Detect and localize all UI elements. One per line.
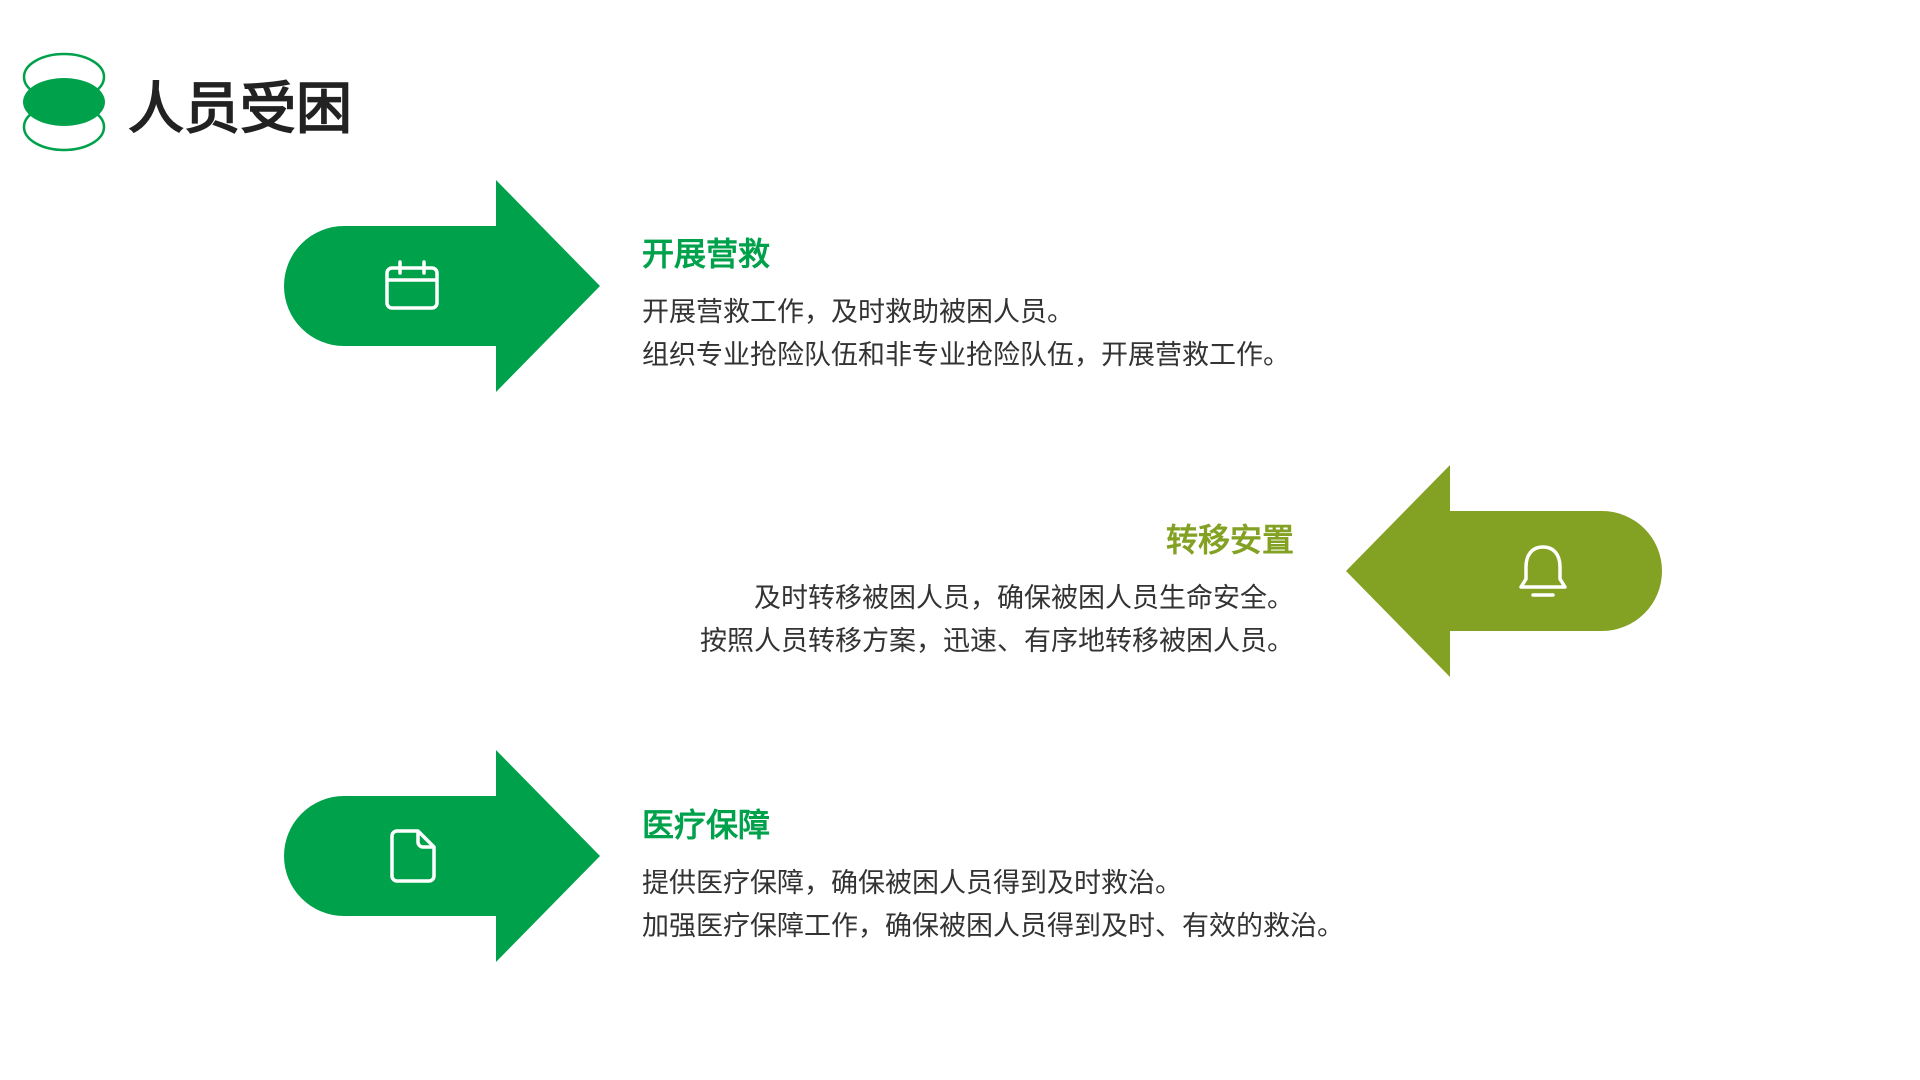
arrow-rescue xyxy=(284,180,600,392)
arrow-right-shape xyxy=(284,750,600,962)
section-body: 及时转移被困人员，确保被困人员生命安全。 按照人员转移方案，迅速、有序地转移被困… xyxy=(700,577,1294,663)
page-title: 人员受困 xyxy=(128,77,352,140)
section-body: 提供医疗保障，确保被困人员得到及时救治。 加强医疗保障工作，确保被困人员得到及时… xyxy=(642,862,1344,948)
stacked-ellipses-logo-icon xyxy=(22,52,106,152)
section-relocation: 转移安置 及时转移被困人员，确保被困人员生命安全。 按照人员转移方案，迅速、有序… xyxy=(700,522,1294,663)
file-icon xyxy=(390,829,436,883)
section-title: 转移安置 xyxy=(1165,522,1294,558)
section-title: 医疗保障 xyxy=(642,807,771,843)
bell-icon xyxy=(1519,545,1567,597)
arrow-relocation xyxy=(1346,465,1662,677)
section-rescue: 开展营救 开展营救工作，及时救助被困人员。 组织专业抢险队伍和非专业抢险队伍，开… xyxy=(642,236,1290,377)
arrow-medical xyxy=(284,750,600,962)
section-line: 提供医疗保障，确保被困人员得到及时救治。 xyxy=(642,868,1182,898)
arrow-right-shape xyxy=(284,180,600,392)
section-medical: 医疗保障 提供医疗保障，确保被困人员得到及时救治。 加强医疗保障工作，确保被困人… xyxy=(642,807,1344,948)
section-line: 及时转移被困人员，确保被困人员生命安全。 xyxy=(754,583,1294,613)
section-line: 开展营救工作，及时救助被困人员。 xyxy=(642,297,1074,327)
logo-middle-ellipse xyxy=(23,78,105,126)
section-title: 开展营救 xyxy=(642,236,771,272)
section-line: 组织专业抢险队伍和非专业抢险队伍，开展营救工作。 xyxy=(642,340,1290,370)
section-line: 按照人员转移方案，迅速、有序地转移被困人员。 xyxy=(700,626,1294,656)
section-body: 开展营救工作，及时救助被困人员。 组织专业抢险队伍和非专业抢险队伍，开展营救工作… xyxy=(642,291,1290,377)
arrow-left-shape xyxy=(1346,465,1662,677)
section-line: 加强医疗保障工作，确保被困人员得到及时、有效的救治。 xyxy=(642,911,1344,941)
calendar-icon xyxy=(385,260,439,310)
